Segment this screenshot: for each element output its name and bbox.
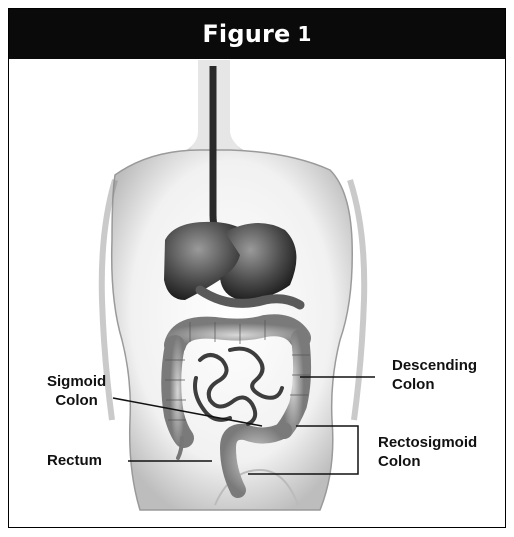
rectosigmoid-colon-label-line2: Colon — [378, 452, 477, 471]
rectosigmoid-colon-label: Rectosigmoid Colon — [378, 433, 477, 471]
descending-colon-label-line1: Descending — [392, 356, 477, 375]
rectum-label: Rectum — [47, 451, 102, 470]
sigmoid-colon-label: Sigmoid Colon — [47, 372, 106, 410]
descending-colon-label: Descending Colon — [392, 356, 477, 394]
descending-colon-label-line2: Colon — [392, 375, 477, 394]
sigmoid-colon-label-line2: Colon — [47, 391, 106, 410]
rectosigmoid-colon-label-line1: Rectosigmoid — [378, 433, 477, 452]
sigmoid-colon-label-line1: Sigmoid — [47, 372, 106, 391]
